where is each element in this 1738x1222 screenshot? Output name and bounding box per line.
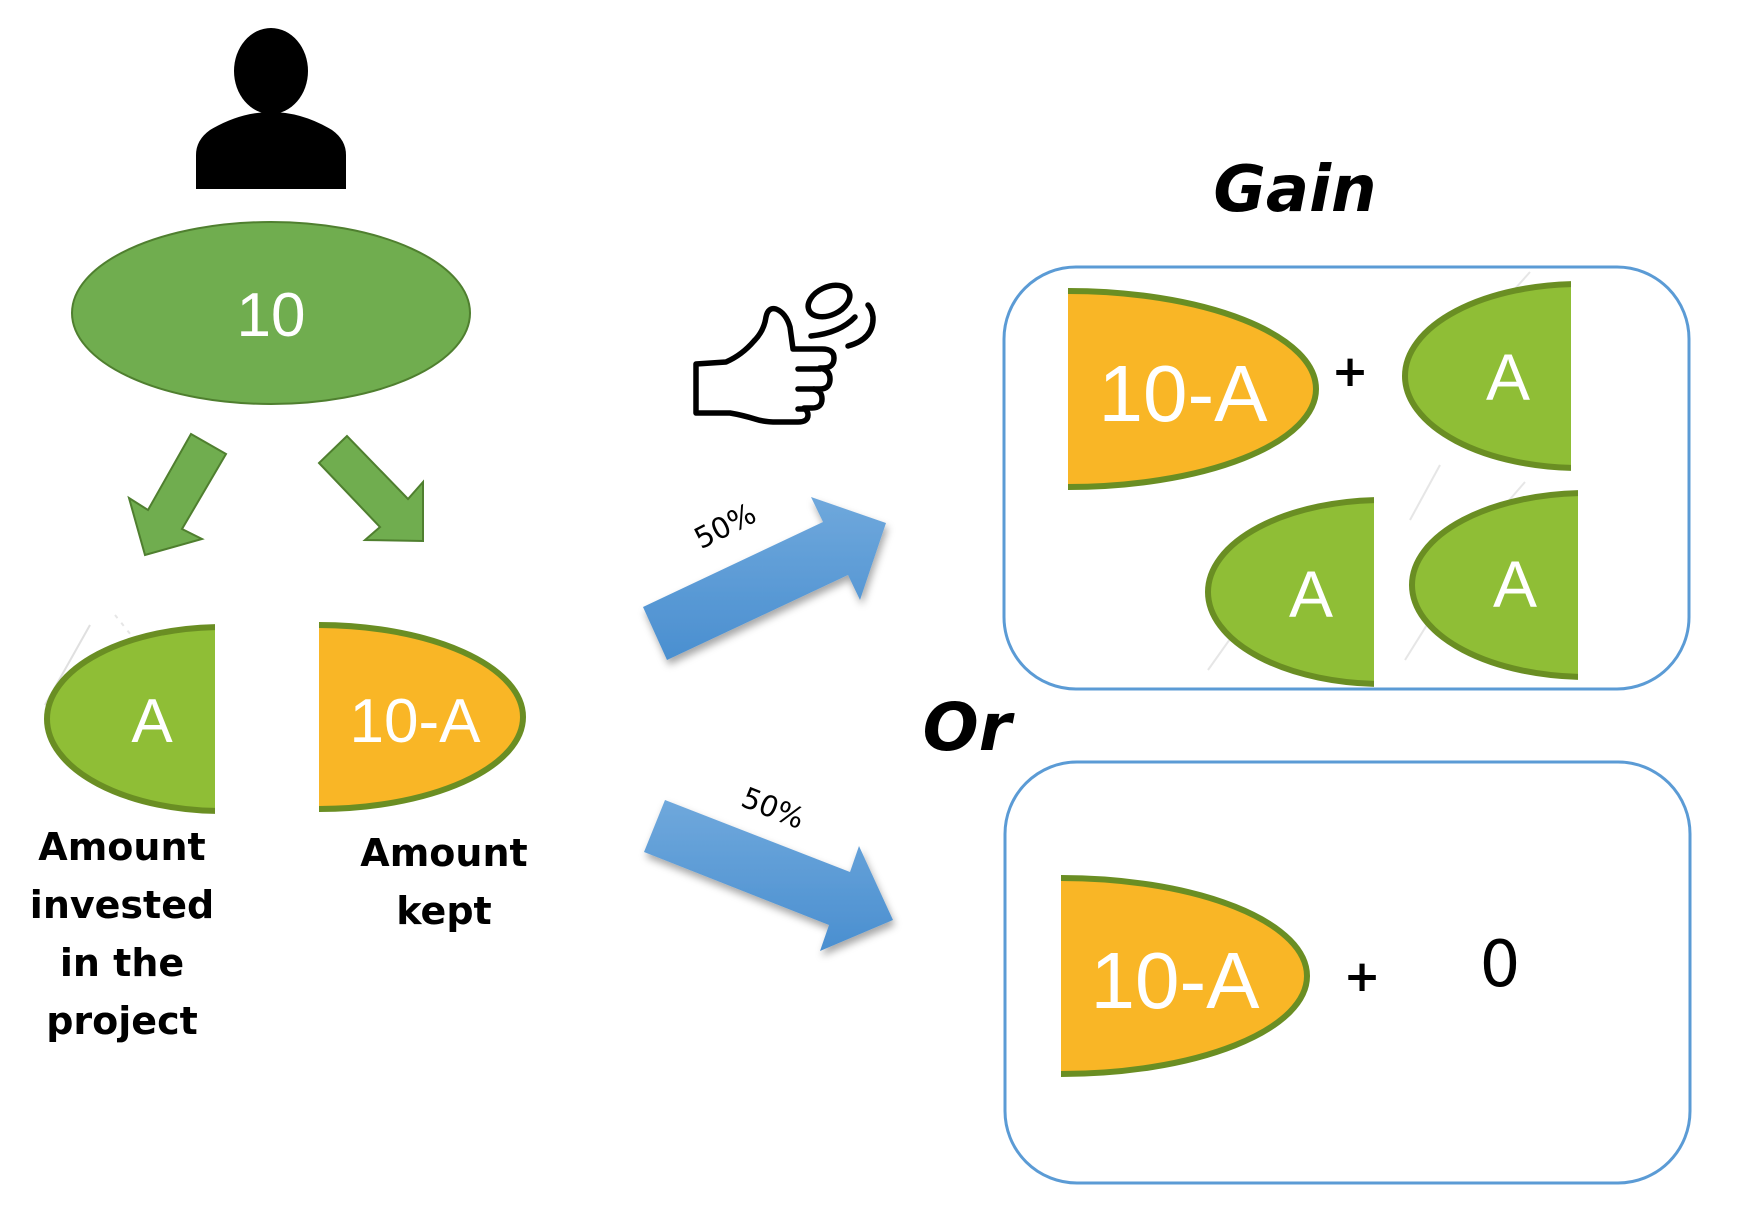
invested-label-line: project: [46, 999, 198, 1043]
coin-flip-hand-icon: [693, 282, 876, 425]
kept-label-line: Amount: [360, 831, 527, 875]
loss-probability: 50%: [737, 780, 810, 836]
gain-title: Gain: [1213, 153, 1376, 227]
plus-operator: +: [1332, 346, 1369, 397]
kept-value: 10-A: [350, 687, 482, 756]
invested-label-line: invested: [30, 883, 214, 927]
kept-label-line: kept: [396, 889, 491, 933]
person-icon: [196, 28, 346, 189]
or-separator: Or: [923, 689, 1015, 766]
kept-label: Amount kept: [360, 831, 527, 933]
gain-return-value: A: [1486, 340, 1530, 414]
endowment-value: 10: [237, 281, 306, 350]
arrow-down-left-icon: [127, 432, 228, 557]
gain-return-shape: A: [1205, 497, 1374, 687]
gain-return-value: A: [1289, 557, 1333, 631]
gain-return-shape: A: [1404, 481, 1578, 680]
loss-kept-value: 10-A: [1091, 936, 1261, 1025]
arrow-down-right-icon: [644, 800, 893, 951]
gain-kept-shape: 10-A: [1068, 288, 1319, 490]
plus-operator: +: [1344, 951, 1381, 1002]
invested-label: Amount invested in the project: [30, 825, 214, 1043]
gain-return-value: A: [1493, 547, 1537, 621]
arrow-down-right-icon: [317, 434, 424, 543]
gain-probability: 50%: [689, 496, 762, 556]
loss-kept-shape: 10-A: [1061, 875, 1310, 1077]
gain-kept-value: 10-A: [1099, 349, 1269, 438]
arrow-up-right-icon: [643, 497, 886, 660]
endowment-ellipse: 10: [71, 221, 471, 405]
invested-value: A: [131, 687, 173, 756]
invested-label-line: Amount: [38, 825, 205, 869]
invested-label-line: in the: [60, 941, 184, 985]
loss-return-value: 0: [1480, 928, 1521, 1002]
gain-return-shape: A: [1402, 271, 1571, 521]
loss-outcome-box: 10-A + 0: [1003, 760, 1692, 1185]
gain-outcome-box: 10-A + A A A: [1002, 265, 1691, 691]
invested-shape: A: [44, 614, 215, 814]
kept-shape: 10-A: [319, 622, 526, 812]
